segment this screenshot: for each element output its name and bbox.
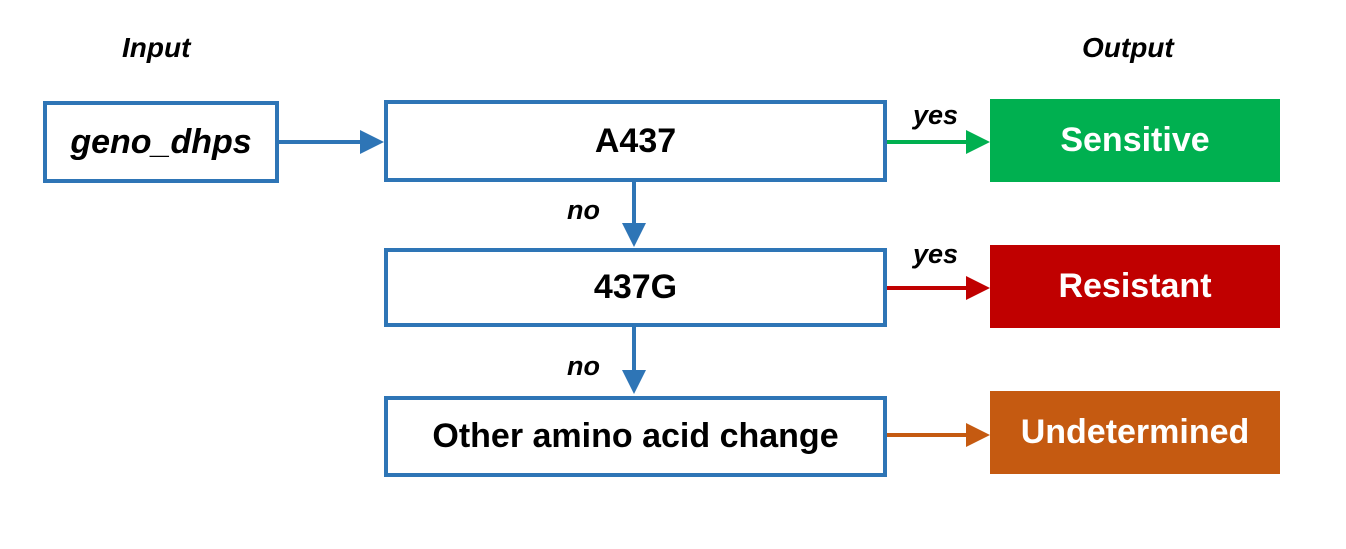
decision-other-change-label: Other amino acid change [432, 417, 839, 455]
input-node-label: geno_dhps [70, 122, 252, 161]
input-heading: Input [122, 32, 191, 63]
outcome-resistant: Resistant [990, 245, 1280, 328]
output-heading: Output [1082, 32, 1174, 63]
outcome-sensitive: Sensitive [990, 99, 1280, 182]
outcome-resistant-label: Resistant [1058, 267, 1212, 305]
edge-label-yes-sensitive: yes [913, 100, 959, 130]
outcome-undetermined-label: Undetermined [1020, 413, 1250, 451]
outcome-undetermined: Undetermined [990, 391, 1280, 474]
outcome-sensitive-label: Sensitive [1060, 121, 1210, 159]
edge-label-yes-resistant: yes [913, 239, 959, 269]
decision-a437-label: A437 [594, 121, 677, 160]
input-node: geno_dhps [43, 101, 279, 183]
edge-label-no-second: no [567, 351, 600, 381]
edge-label-no-first: no [567, 195, 600, 225]
decision-a437: A437 [384, 100, 887, 182]
decision-other-change: Other amino acid change [384, 396, 887, 477]
decision-437g: 437G [384, 248, 887, 327]
decision-437g-label: 437G [593, 268, 678, 306]
